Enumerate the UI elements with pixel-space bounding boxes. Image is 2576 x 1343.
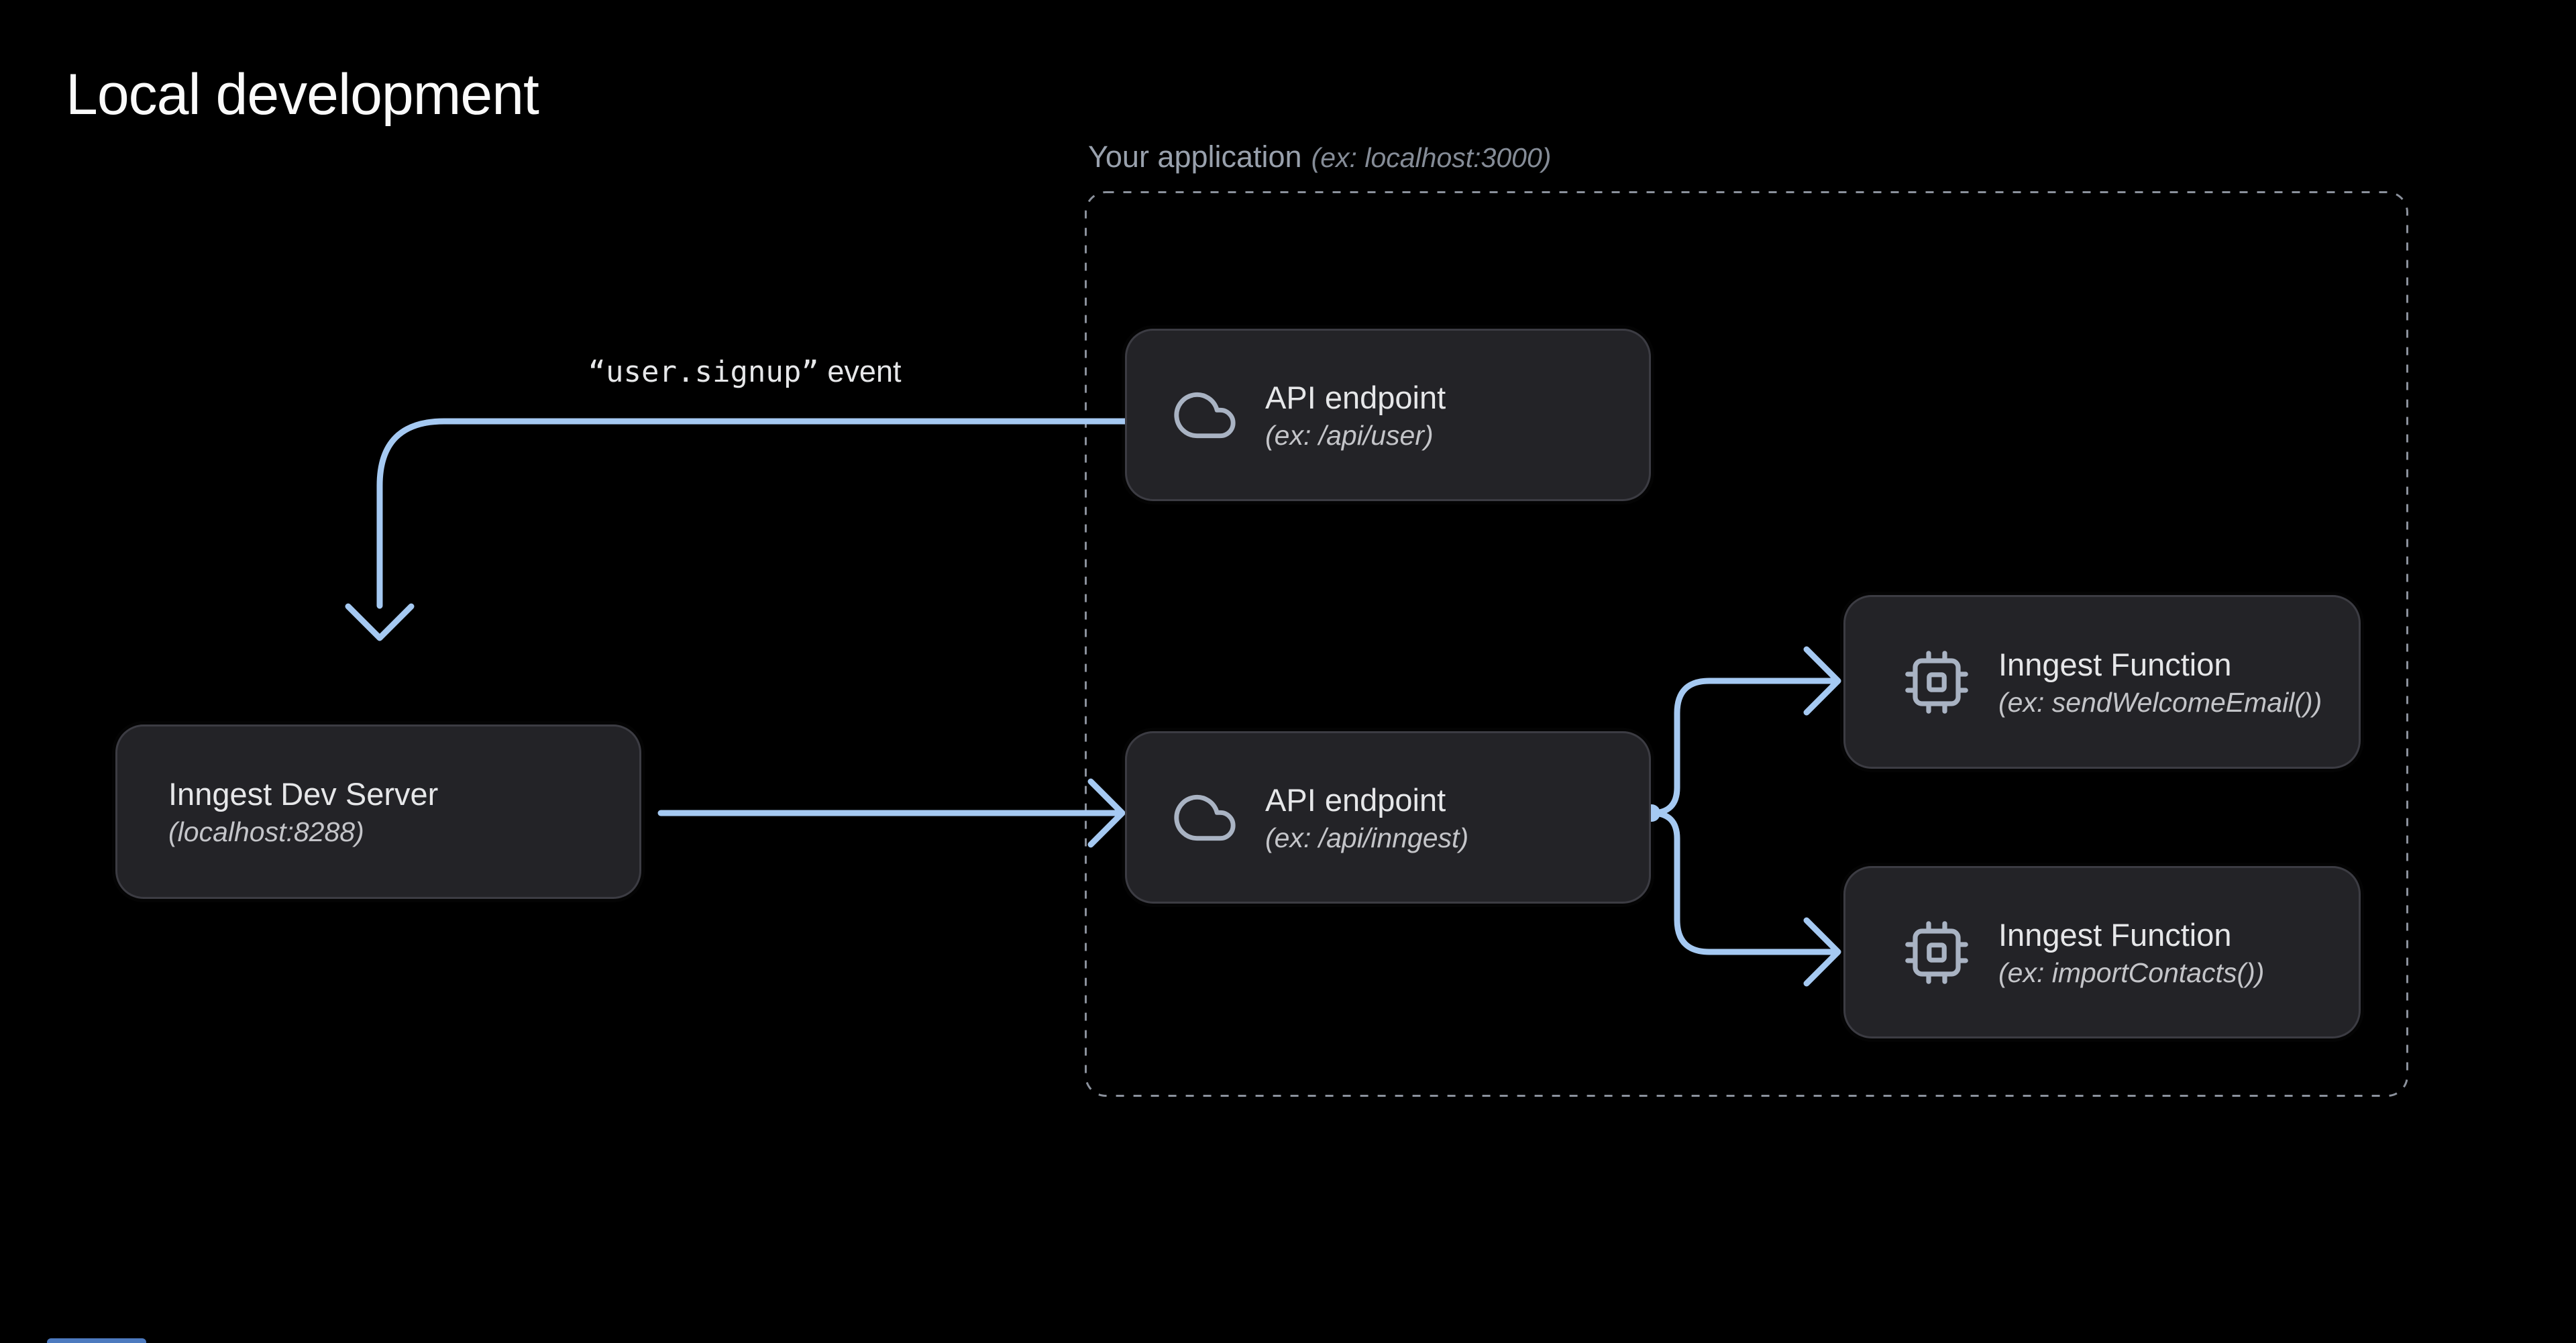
app-container-label-hint: (ex: localhost:3000) — [1311, 142, 1552, 173]
edge-devserver-to-api-arrowhead — [1087, 778, 1126, 848]
event-name-code: “user.signup” — [588, 355, 819, 389]
node-title: API endpoint — [1265, 782, 1446, 818]
edge-api-to-fn-email — [1648, 678, 1839, 816]
node-subtitle: (ex: importContacts()) — [1998, 957, 2265, 988]
event-label: “user.signup” event — [588, 354, 902, 389]
node-api-endpoint-inngest: API endpoint (ex: /api/inngest) — [1125, 731, 1651, 904]
edge-event-arrow — [376, 418, 1128, 609]
cutoff-bottom-element — [47, 1338, 146, 1343]
node-subtitle: (localhost:8288) — [168, 816, 364, 847]
page-title: Local development — [66, 62, 539, 127]
edge-api-to-fn-contacts-arrowhead — [1803, 917, 1841, 987]
node-inngest-function-send-welcome-email: Inngest Function (ex: sendWelcomeEmail()… — [1843, 595, 2361, 769]
node-title: Inngest Function — [1998, 646, 2232, 682]
cpu-icon — [1905, 920, 1968, 984]
cpu-icon — [1905, 650, 1968, 714]
edge-event-arrowhead — [345, 603, 415, 641]
node-subtitle: (ex: /api/inngest) — [1265, 822, 1469, 853]
app-container-label-text: Your application — [1088, 140, 1302, 174]
node-api-endpoint-user: API endpoint (ex: /api/user) — [1125, 329, 1651, 501]
node-title: Inngest Dev Server — [168, 776, 439, 812]
node-inngest-function-import-contacts: Inngest Function (ex: importContacts()) — [1843, 866, 2361, 1038]
edge-api-to-fn-contacts — [1648, 810, 1839, 955]
event-label-suffix: event — [818, 354, 902, 388]
node-subtitle: (ex: /api/user) — [1265, 419, 1434, 451]
node-title: API endpoint — [1265, 379, 1446, 415]
node-subtitle: (ex: sendWelcomeEmail()) — [1998, 686, 2322, 718]
cloud-icon — [1174, 392, 1236, 438]
cloud-icon — [1174, 794, 1236, 841]
app-container-label: Your application (ex: localhost:3000) — [1088, 140, 1551, 174]
node-inngest-dev-server: Inngest Dev Server (localhost:8288) — [115, 724, 641, 899]
node-title: Inngest Function — [1998, 916, 2232, 953]
edge-api-to-fn-email-arrowhead — [1803, 646, 1841, 716]
